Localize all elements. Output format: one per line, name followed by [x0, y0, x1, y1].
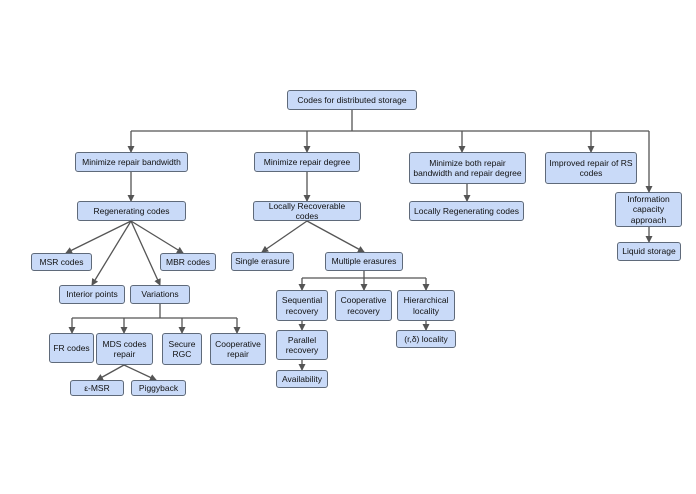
- node-interior-points: Interior points: [59, 285, 125, 304]
- edge-mds-epsmsr: [96, 364, 125, 381]
- node-secure-rgc: Secure RGC: [162, 333, 202, 365]
- node-cooperative-recovery: Cooperative recovery: [335, 290, 392, 321]
- edge-lrc-multiple: [306, 220, 365, 253]
- node-sequential-recovery: Sequential recovery: [276, 290, 328, 321]
- node-regenerating-codes: Regenerating codes: [77, 201, 186, 221]
- node-msr-codes: MSR codes: [31, 253, 92, 271]
- node-single-erasure: Single erasure: [231, 252, 294, 271]
- node-mbr-codes: MBR codes: [160, 253, 216, 271]
- node-availability: Availability: [276, 370, 328, 388]
- node-r-delta-locality: (r,δ) locality: [396, 330, 456, 348]
- node-information-capacity: Information capacity approach: [615, 192, 682, 227]
- node-cooperative-repair: Cooperative repair: [210, 333, 266, 365]
- node-minimize-repair-degree: Minimize repair degree: [254, 152, 360, 172]
- node-parallel-recovery: Parallel recovery: [276, 330, 328, 360]
- node-eps-msr: ε-MSR: [70, 380, 124, 396]
- node-multiple-erasures: Multiple erasures: [325, 252, 403, 271]
- node-fr-codes: FR codes: [49, 333, 94, 363]
- node-liquid-storage: Liquid storage: [617, 242, 681, 261]
- edge-regen-mbr: [130, 220, 184, 254]
- node-locally-recoverable-codes: Locally Recoverable codes: [253, 201, 361, 221]
- edge-regen-msr: [65, 220, 132, 254]
- edge-regen-variations: [130, 220, 161, 286]
- node-mds-codes-repair: MDS codes repair: [96, 333, 153, 365]
- node-piggyback: Piggyback: [131, 380, 186, 396]
- node-codes-for-distributed-storage: Codes for distributed storage: [287, 90, 417, 110]
- node-improved-repair-rs: Improved repair of RS codes: [545, 152, 637, 184]
- edge-regen-interior: [91, 220, 132, 286]
- edge-mds-piggyback: [123, 364, 157, 381]
- node-hierarchical-locality: Hierarchical locality: [397, 290, 455, 321]
- node-locally-regenerating-codes: Locally Regenerating codes: [409, 201, 524, 221]
- node-variations: Variations: [130, 285, 190, 304]
- node-minimize-both: Minimize both repair bandwidth and repai…: [409, 152, 526, 184]
- edge-lrc-single: [261, 220, 308, 253]
- node-minimize-repair-bandwidth: Minimize repair bandwidth: [75, 152, 188, 172]
